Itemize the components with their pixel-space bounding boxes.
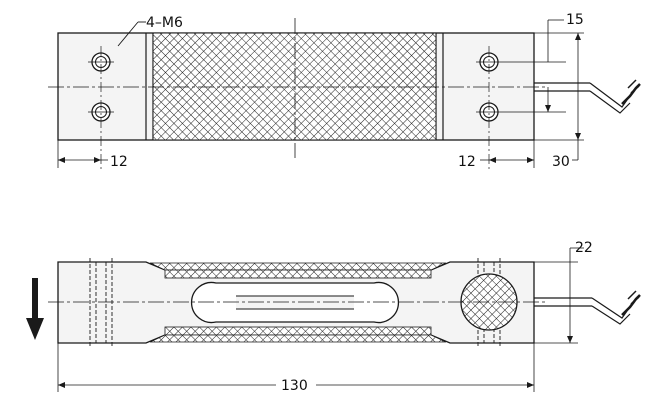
top-view-cable (534, 79, 641, 114)
dim-width: 30 (552, 154, 570, 170)
down-arrow-icon (26, 278, 44, 340)
top-view-gauge-mesh (152, 32, 437, 141)
dim-length: 130 (281, 378, 308, 394)
side-view-mesh-bottom (149, 334, 447, 343)
side-view-mesh-top (149, 262, 447, 271)
dim-hole-spacing-right: 12 (458, 154, 476, 170)
dim-height: 22 (575, 240, 593, 256)
top-view: 4–M6 12 12 15 30 (48, 12, 641, 170)
side-view-cable (534, 290, 641, 325)
dim-hole-offset: 15 (566, 12, 584, 28)
thread-callout-label: 4–M6 (146, 15, 183, 31)
side-view: 22 130 (26, 240, 641, 394)
dim-hole-spacing-left: 12 (110, 154, 128, 170)
